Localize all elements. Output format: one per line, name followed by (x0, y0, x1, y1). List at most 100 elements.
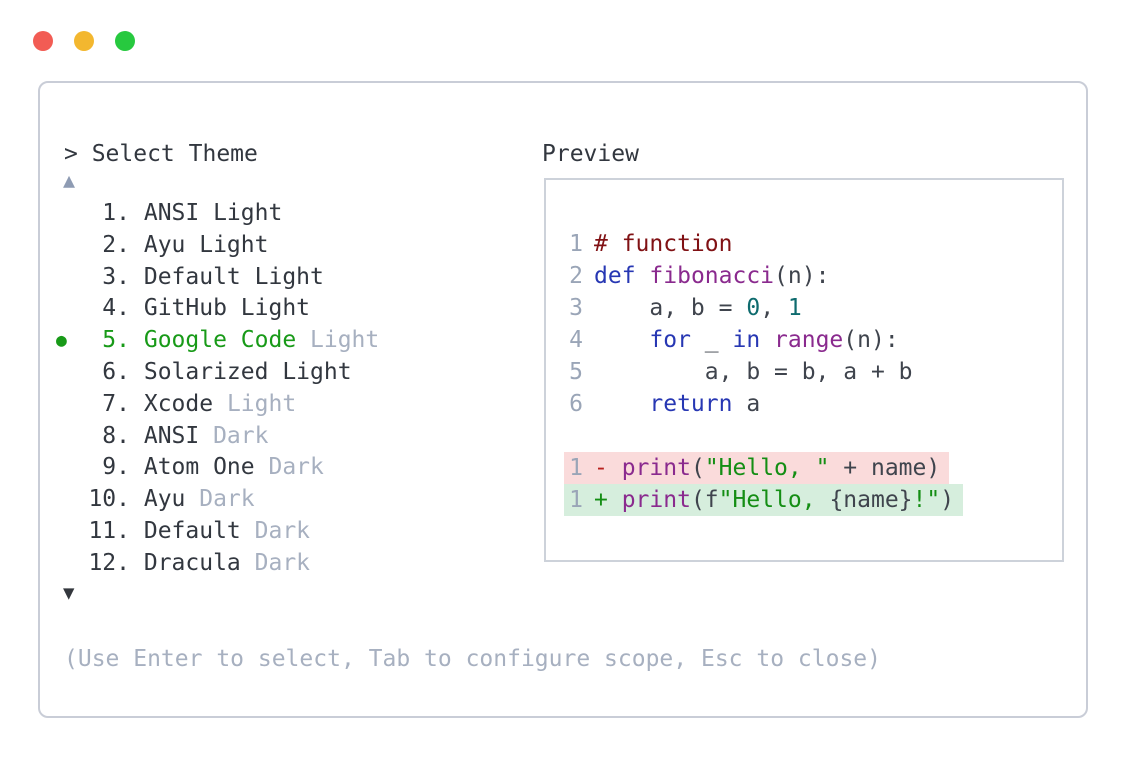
code-token: "Hello, " (704, 455, 830, 481)
code-token: def (594, 263, 636, 289)
code-token: "Hello, (718, 487, 830, 513)
theme-option-number: 4. (102, 295, 130, 322)
theme-option-number: 3. (102, 263, 130, 290)
theme-selector-dialog: > Select Theme Preview ▲ 1. ANSI Light 2. A… (38, 81, 1088, 718)
theme-option[interactable]: 4. GitHub Light (40, 293, 500, 325)
theme-option-name: Solarized Light (143, 358, 352, 385)
code-token: print (621, 455, 691, 481)
diff-line: 1 + print(f"Hello, {name}!") (564, 484, 964, 516)
code-line: 5 a, b = b, a + b (564, 356, 922, 388)
theme-option-variant: Light (296, 327, 380, 354)
theme-option-number: 1. (102, 200, 130, 226)
theme-option-variant: Dark (185, 486, 255, 513)
code-token: + name) (829, 455, 941, 481)
theme-option[interactable]: 3. Default Light (40, 262, 500, 294)
theme-option-name: Dracula (143, 549, 241, 576)
code-token: , (760, 295, 788, 321)
theme-option[interactable]: 10. Ayu Dark (40, 484, 500, 516)
code-line: 4 for _ in range(n): (564, 324, 908, 356)
line-number: 6 (569, 391, 583, 417)
code-token: range (774, 327, 844, 353)
code-token: print (621, 487, 691, 513)
theme-option-number: 2. (102, 231, 130, 258)
code-token: (n): (843, 327, 899, 353)
theme-option-name: GitHub Light (143, 295, 311, 322)
scroll-up-icon[interactable]: ▲ (63, 168, 76, 192)
theme-option-variant: Light (213, 390, 297, 417)
minimize-button-icon[interactable] (74, 31, 94, 51)
theme-option-name: Default (143, 517, 241, 544)
code-token: ) (940, 487, 955, 513)
code-token: a, b = b, a + b (594, 359, 913, 385)
code-token: (n): (774, 263, 830, 289)
zoom-button-icon[interactable] (115, 31, 135, 51)
line-number: 1 (569, 487, 583, 513)
theme-option-number: 6. (102, 358, 130, 385)
theme-option[interactable]: 8.ANSI Dark (40, 421, 500, 453)
theme-option-number: 10. (88, 486, 130, 513)
theme-option[interactable]: 7. Xcode Light (40, 389, 500, 421)
theme-option-number: 11. (88, 517, 130, 544)
code-token: _ (690, 327, 733, 353)
code-token (594, 327, 649, 353)
code-token: fibonacci (649, 263, 775, 289)
theme-option[interactable]: 12.Dracula Dark (40, 548, 500, 580)
theme-option[interactable]: 9. Atom One Dark (40, 452, 500, 484)
theme-option[interactable]: 1. ANSI Light (40, 198, 500, 230)
theme-option[interactable]: 6. Solarized Light (40, 357, 500, 389)
line-number: 5 (569, 359, 583, 385)
code-line (564, 420, 603, 452)
code-token: (f (690, 487, 719, 513)
code-token: a (732, 391, 761, 417)
code-line: 2 def fibonacci(n): (564, 260, 838, 292)
theme-option-name: Ayu Light (143, 231, 269, 258)
theme-option-number: 7. (102, 390, 130, 417)
code-token: # function (594, 231, 733, 257)
code-line: 3 a, b = 0, 1 (564, 292, 811, 324)
scroll-down-icon[interactable]: ▼ (63, 582, 75, 604)
code-token: + (594, 487, 622, 513)
theme-option-name: ANSI Light (143, 200, 283, 226)
help-text: (Use Enter to select, Tab to configure s… (64, 646, 881, 672)
theme-option-name: Atom One (143, 454, 255, 481)
theme-option-name: ANSI (143, 422, 200, 449)
diff-line: 1- print("Hello, " + name) (564, 452, 950, 484)
line-number: 2 (569, 263, 583, 289)
window-controls (33, 31, 135, 51)
theme-option-number: 5. (102, 327, 130, 354)
theme-option-number: 8. (102, 422, 130, 449)
theme-option[interactable]: ●5.Google Code Light (40, 325, 500, 357)
theme-option[interactable]: 2. Ayu Light (40, 230, 500, 262)
select-theme-prompt: > Select Theme (64, 141, 258, 167)
theme-option-variant: Dark (254, 454, 324, 481)
code-token (636, 263, 650, 289)
theme-option-variant: Dark (240, 549, 311, 576)
code-token: return (649, 391, 733, 417)
code-token: !" (912, 487, 941, 513)
theme-option[interactable]: 11. Default Dark (40, 516, 500, 548)
code-token (594, 391, 649, 417)
code-token: ( (690, 455, 705, 481)
line-number: 1 (569, 455, 583, 481)
theme-option-name: Default Light (143, 263, 324, 290)
close-button-icon[interactable] (33, 31, 53, 51)
code-token: 0 (746, 295, 761, 321)
code-token: 1 (787, 295, 802, 321)
theme-option-variant: Dark (240, 517, 311, 544)
code-token: a, b = (594, 295, 747, 321)
code-line: 6 return a (564, 388, 769, 420)
code-token: {name} (829, 487, 913, 513)
theme-option-name: Xcode (143, 390, 214, 417)
preview-label: Preview (542, 141, 639, 167)
theme-option-number: 9. (102, 454, 130, 481)
code-token (760, 327, 774, 353)
code-token: - (594, 455, 622, 481)
code-line: 1# function (564, 228, 741, 260)
line-number: 4 (569, 327, 583, 353)
line-number: 3 (569, 295, 583, 321)
code-token: in (732, 327, 761, 353)
theme-option-name: Ayu (143, 486, 186, 513)
